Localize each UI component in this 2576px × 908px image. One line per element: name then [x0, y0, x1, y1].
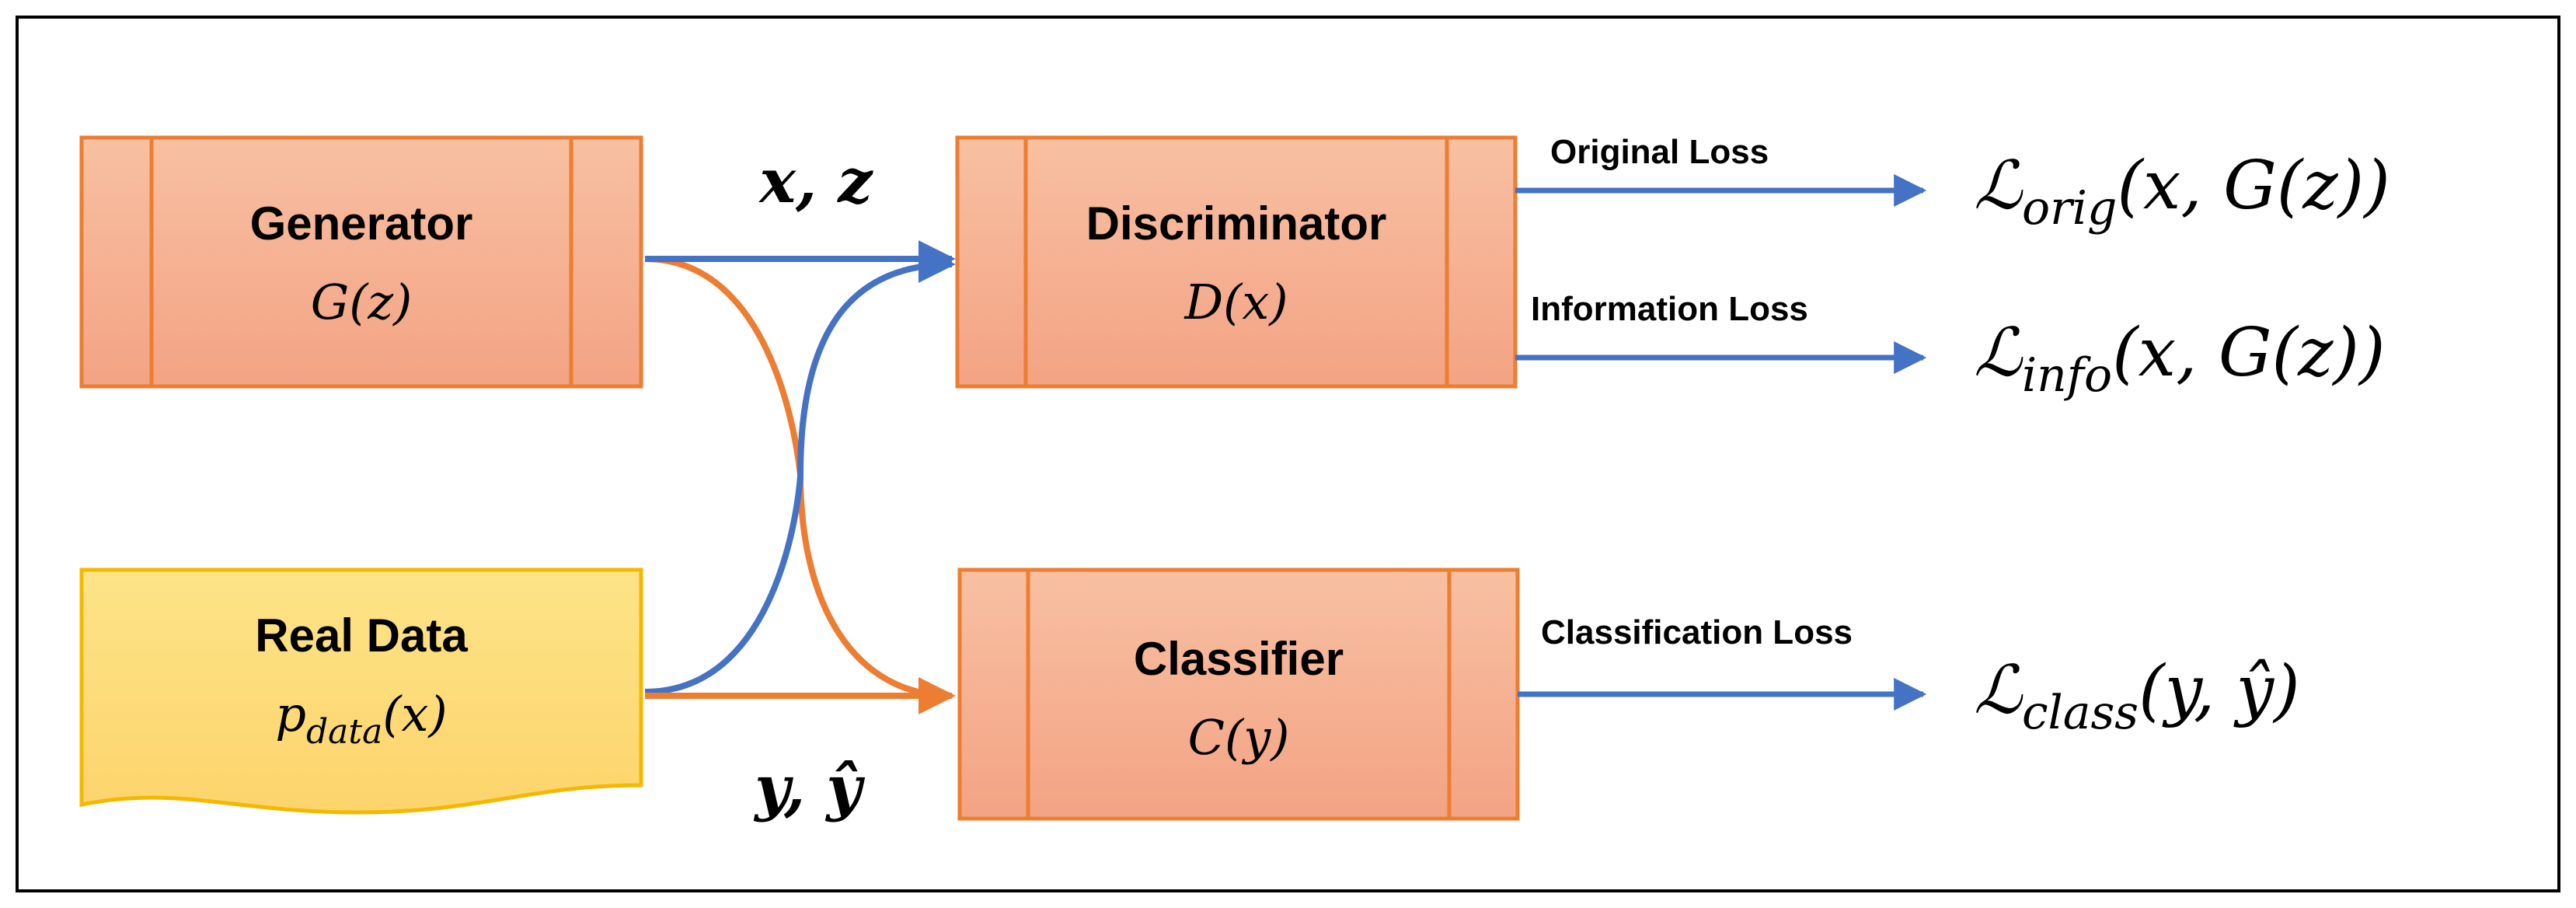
discriminator-box: Discriminator D(x) — [955, 135, 1518, 389]
generator-title: Generator — [250, 197, 473, 250]
classifier-formula: C(y) — [1188, 709, 1290, 766]
original-loss-label: Original Loss — [1550, 133, 1769, 171]
discriminator-formula: D(x) — [1183, 274, 1288, 330]
real-data-title: Real Data — [255, 609, 468, 662]
classification-loss-formula: ℒclass(y, ŷ) — [1974, 651, 2300, 740]
generator-formula: G(z) — [311, 274, 413, 330]
discriminator-title: Discriminator — [1086, 197, 1387, 250]
real-data-to-discriminator-arrow — [644, 246, 956, 695]
edge-label-bottom: y, ŷ — [753, 753, 865, 823]
information-loss-formula: ℒinfo(x, G(z)) — [1974, 314, 2386, 403]
real-data-box: Real Data pdata(x) — [79, 568, 643, 815]
diagram-frame — [16, 16, 2560, 892]
edge-label-top: x, z — [758, 146, 873, 217]
classification-loss-label: Classification Loss — [1541, 613, 1853, 651]
original-loss-formula: ℒorig(x, G(z)) — [1974, 147, 2390, 236]
information-loss-label: Information Loss — [1531, 290, 1808, 328]
classifier-box: Classifier C(y) — [957, 568, 1520, 821]
generator-box: Generator G(z) — [79, 135, 643, 389]
real-data-formula: pdata(x) — [275, 686, 447, 752]
classifier-title: Classifier — [1134, 633, 1344, 685]
